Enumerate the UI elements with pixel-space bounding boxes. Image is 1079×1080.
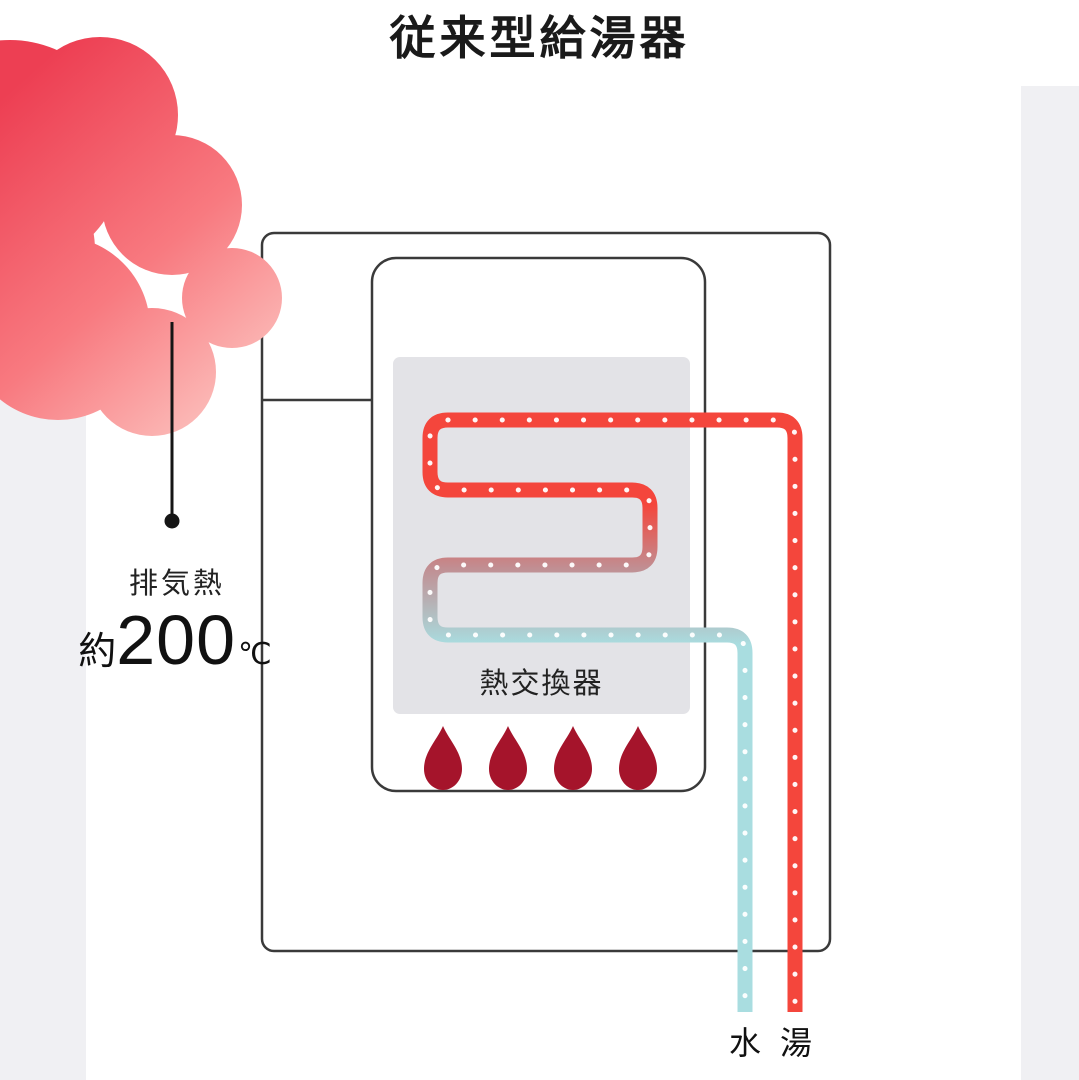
right-gutter bbox=[1021, 86, 1079, 1080]
leader-dot bbox=[164, 513, 180, 529]
hot-water-label: 湯 bbox=[779, 1025, 812, 1061]
heater-casing-outline bbox=[260, 231, 832, 953]
page-title: 従来型給湯器 bbox=[389, 12, 690, 64]
temp-unit: ℃ bbox=[238, 638, 272, 671]
heat-exchanger-panel bbox=[393, 357, 690, 714]
temp-value: 200 bbox=[116, 601, 237, 679]
burner-flames bbox=[424, 726, 657, 790]
pipe-flow-dots bbox=[427, 417, 798, 1015]
heat-exchanger-label: 熱交換器 bbox=[479, 668, 604, 700]
flame-icon bbox=[619, 726, 657, 790]
temp-prefix: 約 bbox=[78, 631, 117, 673]
flame-icon bbox=[424, 726, 462, 790]
flame-icon bbox=[489, 726, 527, 790]
exhaust-cloud bbox=[0, 37, 282, 436]
combustion-chamber-outline bbox=[370, 256, 707, 793]
cold-water-label: 水 bbox=[728, 1025, 761, 1061]
exhaust-heat-label: 排気熱 bbox=[128, 568, 225, 600]
hot-water-pipe bbox=[448, 412, 803, 1012]
flame-icon bbox=[554, 726, 592, 790]
exhaust-temperature: 約 200 ℃ bbox=[35, 600, 315, 680]
